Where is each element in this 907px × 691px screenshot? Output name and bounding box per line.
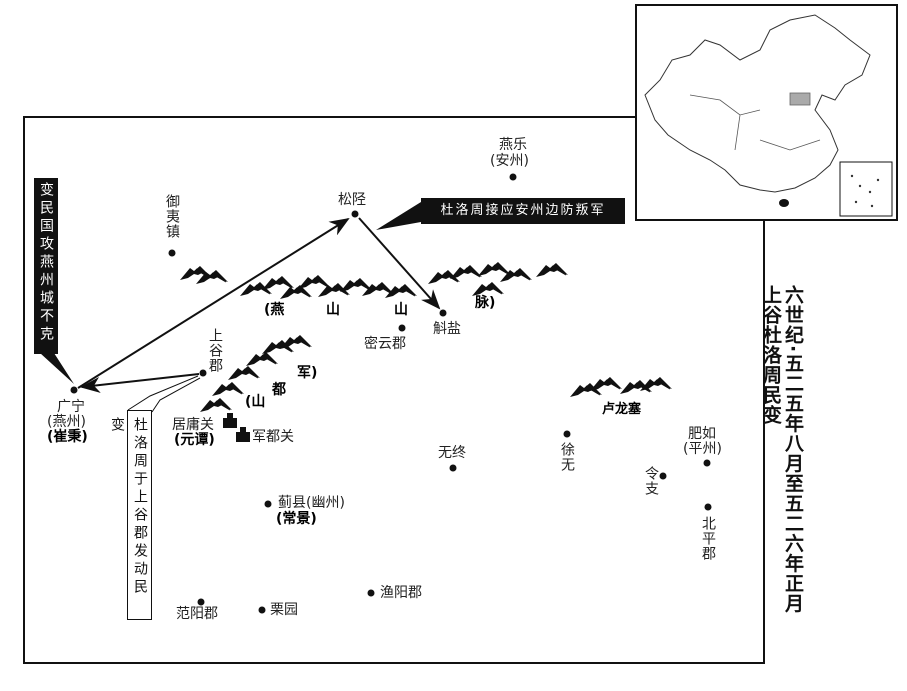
place-xuwu: 徐无 [559, 442, 575, 472]
lulong-mountains [569, 376, 673, 398]
person-yuan-tan: (元谭) [174, 432, 215, 448]
place-yuyizhen: 御夷镇 [164, 194, 180, 239]
range-label: 山 [394, 302, 408, 318]
route-songxing-huyan [358, 217, 441, 310]
callout-pointer [127, 375, 199, 411]
place-guangning: 广宁 [57, 399, 85, 415]
fortress-icon [223, 413, 237, 428]
yanshan-mountains [179, 261, 569, 300]
place-jixian: 蓟县(幽州) [278, 495, 345, 511]
person-chang-jing: (常景) [276, 511, 317, 527]
range-label: 山 [326, 302, 340, 318]
person-cui-bing: (崔秉) [47, 429, 88, 445]
range-label: (山 [245, 394, 266, 410]
route-guangning-songxing [77, 217, 350, 389]
inset-highlight-region [789, 92, 811, 106]
route-shanggu-guangning [80, 373, 200, 393]
range-label: 军) [297, 365, 318, 381]
place-songxing: 松陉 [338, 192, 366, 208]
place-feiru-alt: (平州) [683, 441, 722, 457]
place-yanle: 燕乐 [499, 137, 527, 153]
place-lingzhi: 令支 [643, 466, 659, 496]
callout-yanzhou-attack: 变民国攻燕州城不克 [34, 178, 58, 354]
place-yuyang: 渔阳郡 [380, 585, 422, 601]
place-yanle-alt: (安州) [490, 153, 529, 169]
fortress-icon [236, 427, 250, 442]
place-beiping: 北平郡 [700, 516, 716, 561]
place-dots [70, 173, 712, 614]
place-shanggu: 上谷郡 [207, 328, 223, 373]
place-fanyang: 范阳郡 [176, 606, 218, 622]
place-jundouguan: 军都关 [252, 429, 294, 445]
inset-china-map [635, 4, 898, 221]
place-lulongsai: 卢龙塞 [602, 402, 642, 417]
callout-pointer [40, 353, 74, 384]
place-juyongguan: 居庸关 [172, 417, 214, 433]
range-label: 脉) [475, 295, 496, 311]
range-label: 都 [272, 382, 286, 398]
place-miyun: 密云郡 [364, 336, 406, 352]
title-period: 六世纪·五二五年八月至五二六年正月 [782, 285, 804, 614]
place-wuzhong: 无终 [438, 445, 466, 461]
range-label: (燕 [264, 302, 285, 318]
place-feiru: 肥如 [688, 426, 716, 442]
place-liyuan: 栗园 [270, 602, 298, 618]
callout-pointer [376, 202, 421, 230]
place-guangning-alt: (燕州) [47, 414, 86, 430]
title-main: 上谷杜洛周民变 [760, 285, 782, 425]
map-frame [23, 116, 765, 664]
callout-shanggu-uprising: 杜洛周于上谷郡发动民变 [109, 410, 152, 620]
callout-anzhou-support: 杜洛周接应安州边防叛军 [421, 198, 625, 224]
place-huyan: 斛盐 [433, 321, 461, 337]
